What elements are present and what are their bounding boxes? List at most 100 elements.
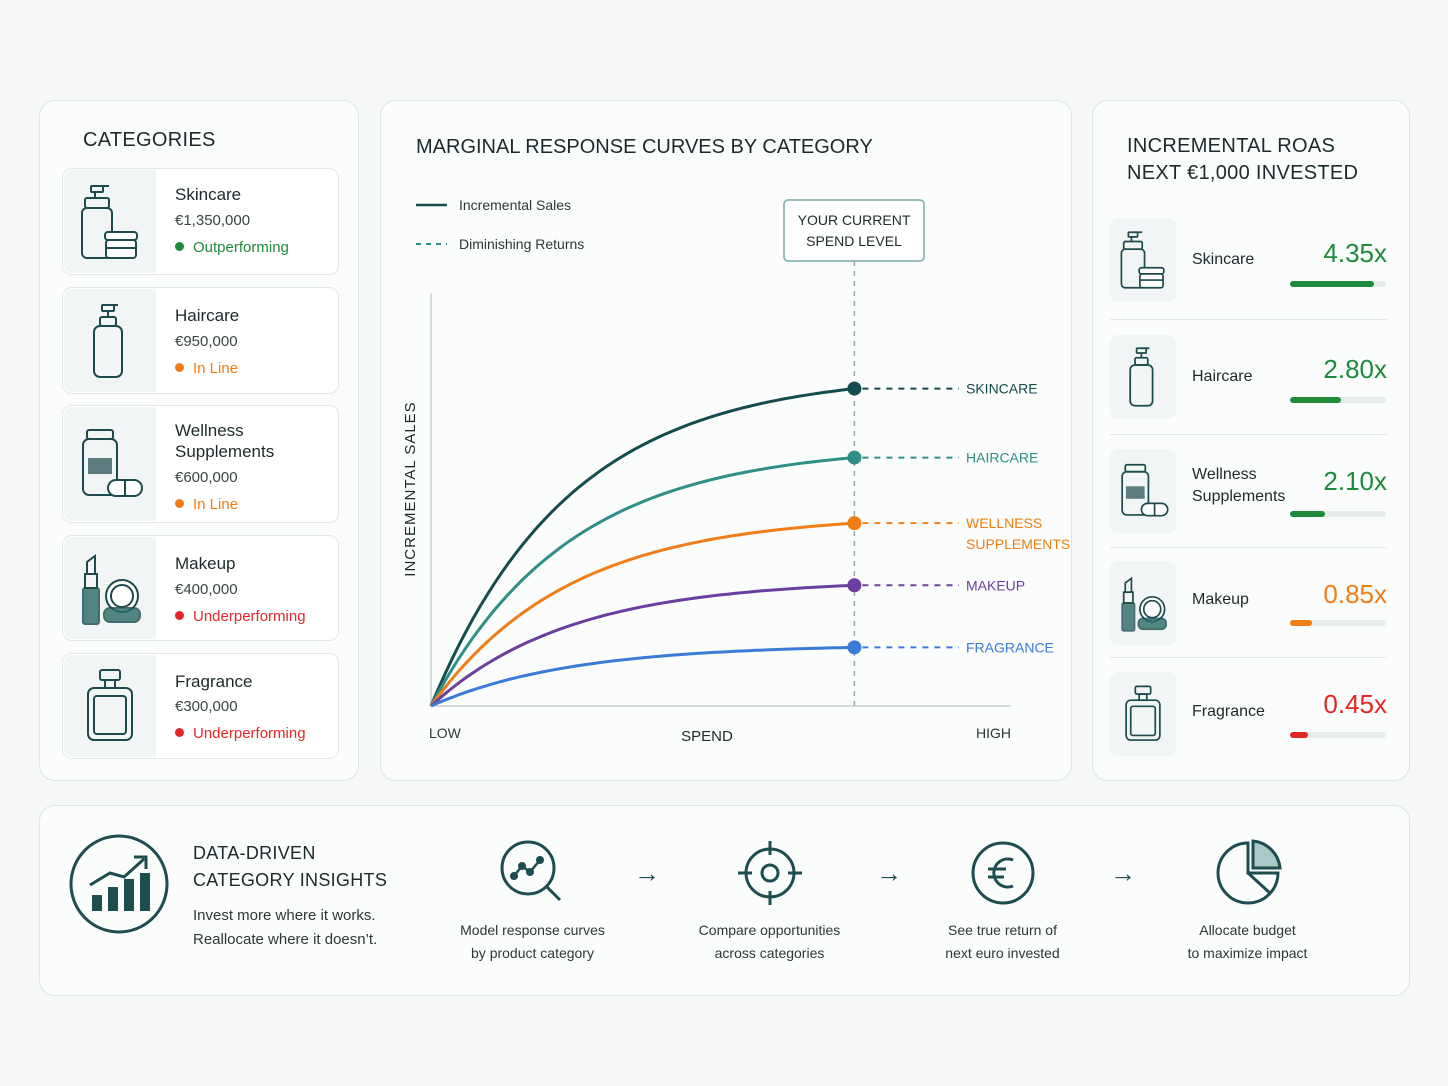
category-card-wellness-supplements[interactable]: Wellness Supplements €600,000 In Line <box>62 405 339 523</box>
roas-row-fragrance[interactable]: Fragrance 0.45x <box>1110 672 1387 756</box>
divider <box>1110 547 1387 548</box>
status-badge: Underperforming <box>175 608 306 625</box>
category-value: €400,000 <box>175 581 238 598</box>
spend-point <box>847 516 862 531</box>
spend-point <box>847 640 862 655</box>
analysis-icon <box>500 840 561 902</box>
status-badge: Outperforming <box>175 239 289 256</box>
legend-label: Incremental Sales <box>459 197 571 213</box>
categories-panel: CATEGORIES Skincare €1,350,000 Outperfor… <box>39 100 359 781</box>
roas-bar-fill <box>1290 281 1374 287</box>
series-label: FRAGRANCE <box>966 639 1054 655</box>
category-value: €950,000 <box>175 333 238 350</box>
roas-bar <box>1290 732 1386 738</box>
target-icon <box>737 841 802 905</box>
insights-subtitle: Invest more where it works. Reallocate w… <box>193 907 378 948</box>
roas-bar-fill <box>1290 620 1313 626</box>
series-line <box>429 387 855 707</box>
roas-category-name: Skincare <box>1192 251 1255 268</box>
response-curve-chart: MARGINAL RESPONSE CURVES BY CATEGORY Inc… <box>402 136 1070 745</box>
insights-title: DATA-DRIVEN CATEGORY INSIGHTS <box>193 843 388 890</box>
haircare-icon <box>1110 335 1176 419</box>
euro-icon <box>971 841 1034 905</box>
roas-bar-fill <box>1290 732 1309 738</box>
series-label: MAKEUP <box>966 577 1025 593</box>
growth-chart-icon <box>68 833 170 935</box>
arrow-icon: → <box>634 858 660 888</box>
divider <box>1110 434 1387 435</box>
x-tick-label: LOW <box>429 725 462 741</box>
roas-bar <box>1290 511 1386 517</box>
category-card-skincare[interactable]: Skincare €1,350,000 Outperforming <box>62 168 339 275</box>
status-badge: In Line <box>175 496 238 513</box>
roas-category-name: Wellness Supplements <box>1192 466 1286 505</box>
roas-category-name: Fragrance <box>1192 703 1265 720</box>
chart-title: MARGINAL RESPONSE CURVES BY CATEGORY <box>416 136 873 158</box>
roas-value: 4.35x <box>1323 238 1387 268</box>
supplements-icon <box>64 407 156 521</box>
skincare-icon <box>64 170 156 273</box>
roas-bar-fill <box>1290 397 1341 403</box>
pie-chart-icon <box>1216 839 1282 905</box>
roas-value: 2.80x <box>1323 354 1387 384</box>
supplements-icon <box>1110 449 1176 533</box>
insights-panel <box>39 805 1410 996</box>
roas-category-name: Makeup <box>1192 591 1249 608</box>
roas-category-name: Haircare <box>1192 368 1253 385</box>
roas-panel: INCREMENTAL ROAS NEXT €1,000 INVESTED Sk… <box>1092 100 1410 781</box>
category-card-haircare[interactable]: Haircare €950,000 In Line <box>62 287 339 394</box>
divider <box>1110 319 1387 320</box>
series-line <box>429 456 855 707</box>
roas-row-makeup[interactable]: Makeup 0.85x <box>1110 561 1387 647</box>
skincare-icon <box>1110 218 1176 302</box>
status-badge: In Line <box>175 360 238 377</box>
series-label: SKINCARE <box>966 381 1038 397</box>
series-label: HAIRCARE <box>966 450 1038 466</box>
series-line <box>430 583 855 708</box>
category-name: Fragrance <box>175 672 253 691</box>
category-value: €600,000 <box>175 469 238 486</box>
spend-point <box>847 578 862 593</box>
category-card-fragrance[interactable]: Fragrance €300,000 Underperforming <box>62 653 339 759</box>
roas-bar <box>1290 281 1386 287</box>
spend-point <box>847 381 862 396</box>
roas-value: 0.45x <box>1323 689 1387 719</box>
chart-panel: MARGINAL RESPONSE CURVES BY CATEGORY Inc… <box>380 100 1072 781</box>
roas-bar-fill <box>1290 511 1325 517</box>
spend-point <box>847 450 862 465</box>
fragrance-icon <box>64 655 156 757</box>
arrow-icon: → <box>876 858 902 888</box>
series-line <box>429 521 855 707</box>
category-name: Haircare <box>175 306 240 325</box>
roas-value: 2.10x <box>1323 466 1387 496</box>
y-axis-label: INCREMENTAL SALES <box>402 401 419 576</box>
category-name: Skincare <box>175 185 242 204</box>
haircare-icon <box>64 289 156 392</box>
x-axis-label: SPEND <box>681 728 733 745</box>
chart-legend: Incremental Sales Diminishing Returns <box>416 197 584 252</box>
roas-row-wellness-supplements[interactable]: Wellness Supplements 2.10x <box>1110 449 1387 535</box>
roas-row-haircare[interactable]: Haircare 2.80x <box>1110 335 1387 421</box>
roas-bar <box>1290 620 1386 626</box>
chart-axes <box>430 261 1011 707</box>
status-badge: Underperforming <box>175 725 306 742</box>
legend-label: Diminishing Returns <box>459 236 584 252</box>
roas-bar <box>1290 397 1386 403</box>
roas-row-skincare[interactable]: Skincare 4.35x <box>1110 218 1387 304</box>
categories-title: CATEGORIES <box>83 129 216 151</box>
divider <box>1110 657 1387 658</box>
category-card-makeup[interactable]: Makeup €400,000 Underperforming <box>62 535 339 641</box>
roas-title: INCREMENTAL ROAS NEXT €1,000 INVESTED <box>1127 135 1359 184</box>
roas-value: 0.85x <box>1323 579 1387 609</box>
marker-box <box>783 199 925 262</box>
category-value: €300,000 <box>175 698 238 715</box>
series-line <box>430 645 855 708</box>
arrow-icon: → <box>1110 858 1136 888</box>
